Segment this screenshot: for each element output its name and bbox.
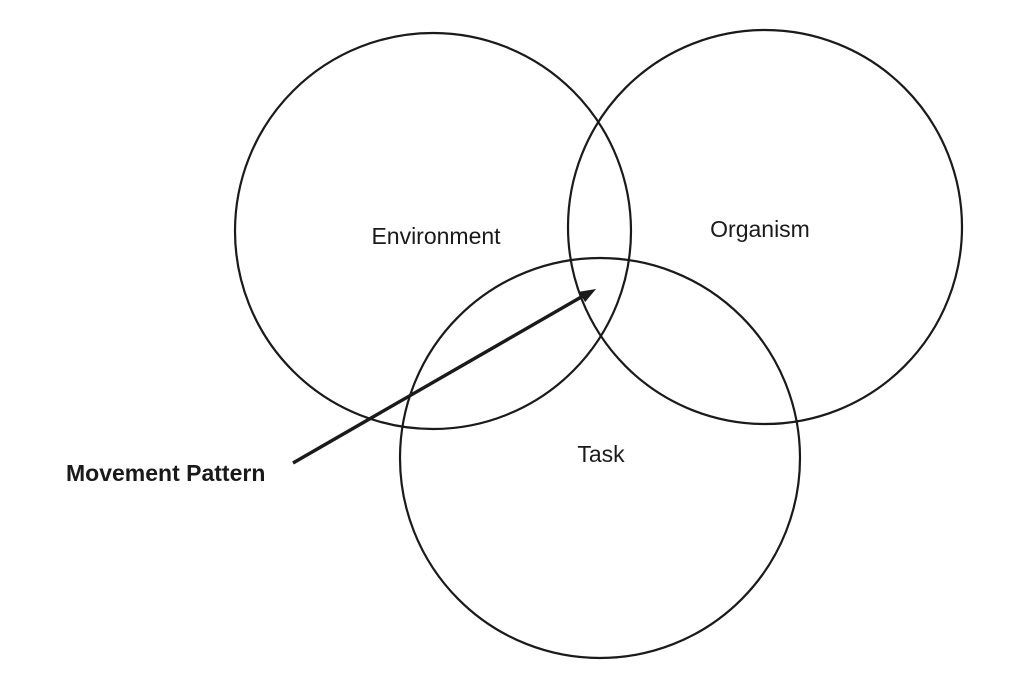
movement-pattern-arrowhead [579,289,596,303]
organism-label: Organism [710,216,810,242]
environment-circle [233,31,633,431]
environment-label: Environment [371,223,501,249]
movement-pattern-label: Movement Pattern [66,460,265,486]
task-circle [398,256,802,660]
organism-circle [566,28,964,426]
movement-pattern-arrow [292,294,584,465]
task-label: Task [577,441,625,467]
